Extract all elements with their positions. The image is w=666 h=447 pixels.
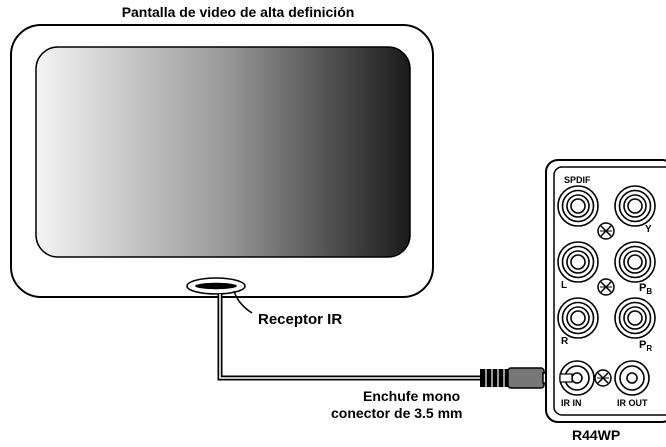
ir-out-label: IR OUT <box>617 398 648 408</box>
display-screen <box>35 46 411 258</box>
l-label: L <box>561 280 568 291</box>
plug-label-line2: conector de 3.5 mm <box>331 405 463 421</box>
receptor-ir-label: Receptor IR <box>258 311 343 328</box>
y-label: Y <box>645 224 652 235</box>
ir-in-label: IR IN <box>561 398 582 408</box>
screw-icon <box>597 222 615 240</box>
pb-jack[interactable] <box>614 241 656 283</box>
pr-label: PR <box>639 339 653 354</box>
ir-out-jack[interactable] <box>614 360 650 396</box>
ir-receptor-lens <box>195 282 237 290</box>
pb-label: PB <box>639 282 653 297</box>
screw-icon <box>597 278 615 296</box>
l-jack[interactable] <box>557 241 599 283</box>
r-jack[interactable] <box>557 297 599 339</box>
spdif-label: SPDIF <box>564 175 591 185</box>
pb-subscript: B <box>646 287 653 297</box>
pr-jack[interactable] <box>614 297 656 339</box>
receptor-leader-line <box>233 290 253 314</box>
r-label: R <box>561 336 569 347</box>
ir-cable <box>217 294 484 381</box>
plug-label-line1: Enchufe mono <box>363 388 461 404</box>
y-jack[interactable] <box>614 185 656 227</box>
display-title: Pantalla de video de alta definición <box>121 4 355 20</box>
spdif-jack[interactable] <box>557 185 599 227</box>
screw-icon <box>594 369 612 387</box>
pr-subscript: R <box>646 344 653 354</box>
model-label: R44WP <box>572 427 621 443</box>
